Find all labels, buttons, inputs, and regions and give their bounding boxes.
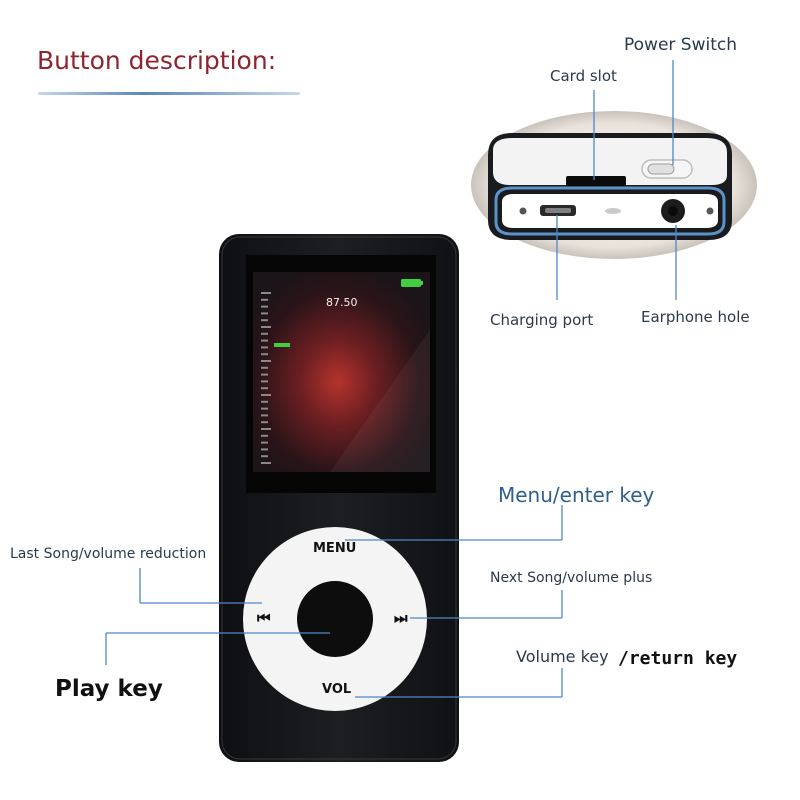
scale-tick [261,442,268,444]
next-track-icon[interactable]: ⏭ [394,609,408,627]
scale-tick [261,333,268,335]
scale-tick [261,401,268,403]
scale-tick [261,312,268,314]
scale-tick [261,353,268,355]
scale-tick [261,435,268,437]
battery-icon [401,279,421,287]
scale-tick [261,455,268,457]
label-card-slot: Card slot [550,67,617,85]
label-next-song: Next Song/volume plus [490,570,652,586]
vol-button-label[interactable]: VOL [322,682,351,697]
scale-tick [261,326,271,328]
label-last-song: Last Song/volume reduction [10,546,206,562]
scale-tick [261,292,271,294]
label-return-key: /return key [618,648,737,669]
label-menu-enter: Menu/enter key [498,483,654,507]
label-power-switch: Power Switch [624,35,737,55]
screen-frequency: 87.50 [326,296,358,309]
play-button[interactable] [297,581,373,657]
tuner-marker [274,343,290,347]
scale-tick [261,306,268,308]
scale-tick [261,360,271,362]
scale-tick [261,462,271,464]
scale-tick [261,340,268,342]
scale-tick [261,448,268,450]
scale-tick [261,428,271,430]
scale-tick [261,408,268,410]
scale-tick [261,346,268,348]
menu-button-label[interactable]: MENU [313,541,356,556]
scale-tick [261,414,268,416]
scale-tick [261,380,268,382]
scale-tick [261,319,268,321]
label-earphone-hole: Earphone hole [641,308,750,326]
scale-tick [261,421,268,423]
scale-tick [261,394,271,396]
top-edge-closeup [471,111,757,259]
label-charging-port: Charging port [490,311,593,329]
scale-tick [261,374,268,376]
label-volume-key: Volume key [516,647,609,666]
scale-tick [261,299,268,301]
scale-tick [261,367,268,369]
previous-track-icon[interactable]: ⏮ [257,609,271,627]
label-play-key: Play key [55,676,163,702]
scale-tick [261,387,268,389]
